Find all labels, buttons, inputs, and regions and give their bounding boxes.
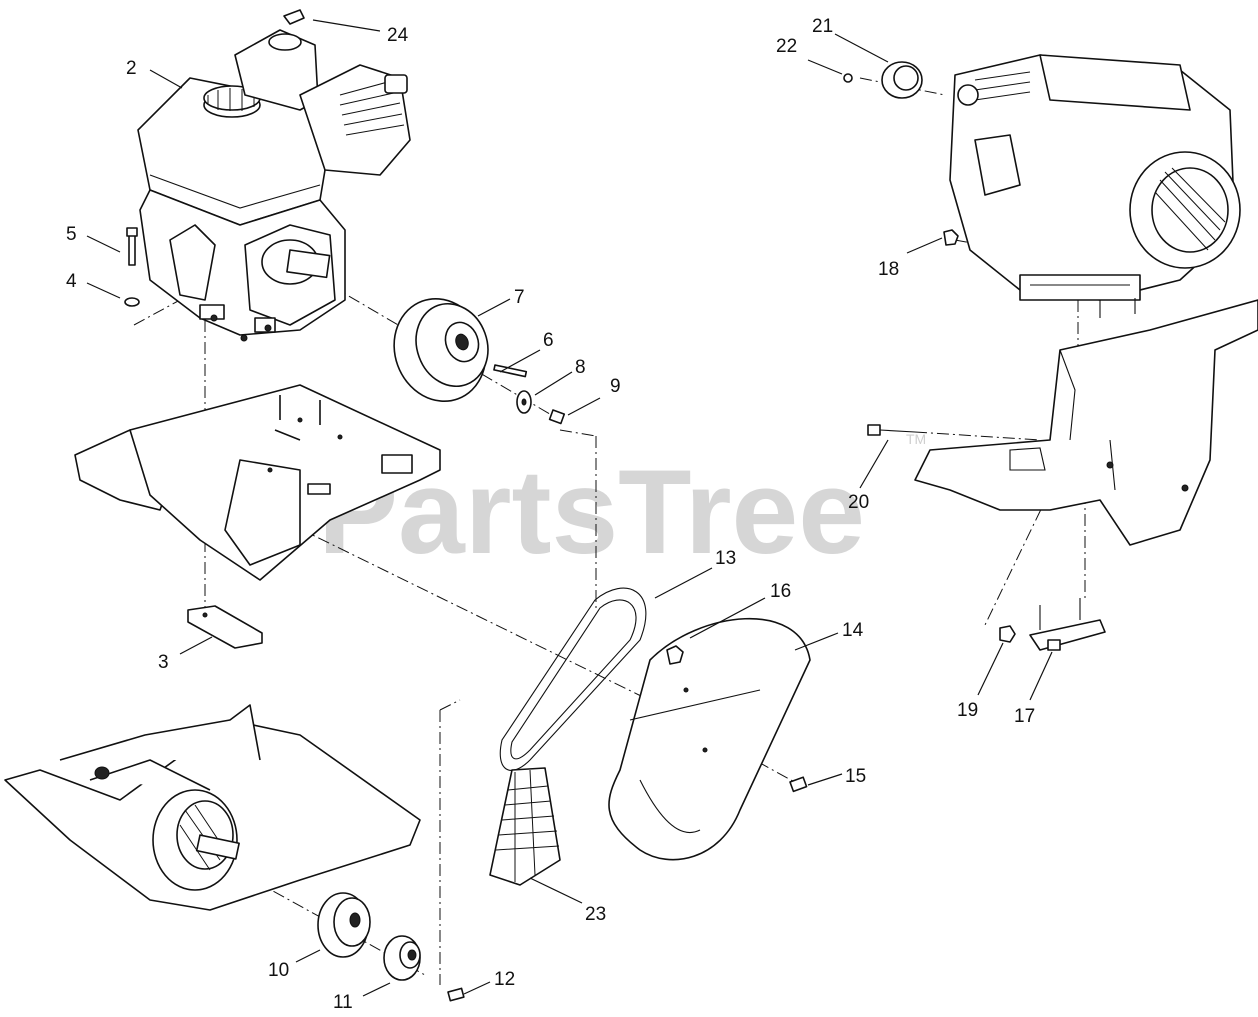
frame-plate-left xyxy=(74,384,441,581)
watermark-trademark: TM xyxy=(906,431,926,447)
part-5-bolt xyxy=(126,227,138,266)
callout-7: 7 xyxy=(514,287,525,308)
part-24-clip xyxy=(283,9,305,25)
callout-16: 16 xyxy=(770,581,791,602)
callout-11: 11 xyxy=(333,992,353,1013)
callout-12: 12 xyxy=(494,969,515,990)
frame-bracket-right xyxy=(914,299,1258,546)
part-8-washer xyxy=(516,390,532,414)
part-10-pulley xyxy=(317,892,371,958)
callout-2: 2 xyxy=(126,58,137,79)
callout-18: 18 xyxy=(878,259,899,280)
part-3-spacer xyxy=(187,605,263,649)
part-16-nut xyxy=(666,645,684,665)
part-9-bolt xyxy=(548,409,566,425)
part-21-cap xyxy=(881,61,923,99)
callout-13: 13 xyxy=(715,548,736,569)
callout-8: 8 xyxy=(575,357,586,378)
engine-left xyxy=(137,29,411,342)
engine-right xyxy=(949,54,1241,318)
part-18-nut xyxy=(943,229,959,246)
callout-leaders xyxy=(86,19,1053,997)
part-6-key xyxy=(493,364,528,378)
lower-frame xyxy=(4,704,421,911)
part-19-nut xyxy=(999,625,1016,643)
part-12-bolt xyxy=(447,987,465,1002)
callout-24: 24 xyxy=(387,25,409,46)
part-7-pulley xyxy=(393,297,489,403)
callout-3: 3 xyxy=(158,652,169,673)
callout-17: 17 xyxy=(1014,706,1035,727)
callout-5: 5 xyxy=(66,224,77,245)
part-14-belt-guard xyxy=(608,617,811,861)
part-11-hub xyxy=(383,935,421,981)
part-23-decal xyxy=(489,767,561,886)
part-22-screw xyxy=(843,73,853,83)
part-13-belt xyxy=(499,587,647,771)
part-17-mount-plate xyxy=(1029,598,1106,651)
callout-6: 6 xyxy=(543,330,554,351)
callout-23: 23 xyxy=(585,904,606,925)
callout-21: 21 xyxy=(812,16,833,37)
callout-10: 10 xyxy=(268,960,289,981)
callout-15: 15 xyxy=(845,766,866,787)
part-4-washer xyxy=(124,297,140,307)
callout-labels: 24 2 5 4 7 6 8 9 3 13 16 14 15 23 10 11 … xyxy=(66,16,1035,1013)
callout-20: 20 xyxy=(848,492,869,513)
part-20-bolt xyxy=(867,424,916,436)
callout-22: 22 xyxy=(776,36,797,57)
callout-19: 19 xyxy=(957,700,978,721)
callout-14: 14 xyxy=(842,620,864,641)
callout-9: 9 xyxy=(610,376,621,397)
part-15-bolt xyxy=(789,776,808,793)
callout-4: 4 xyxy=(66,271,77,292)
